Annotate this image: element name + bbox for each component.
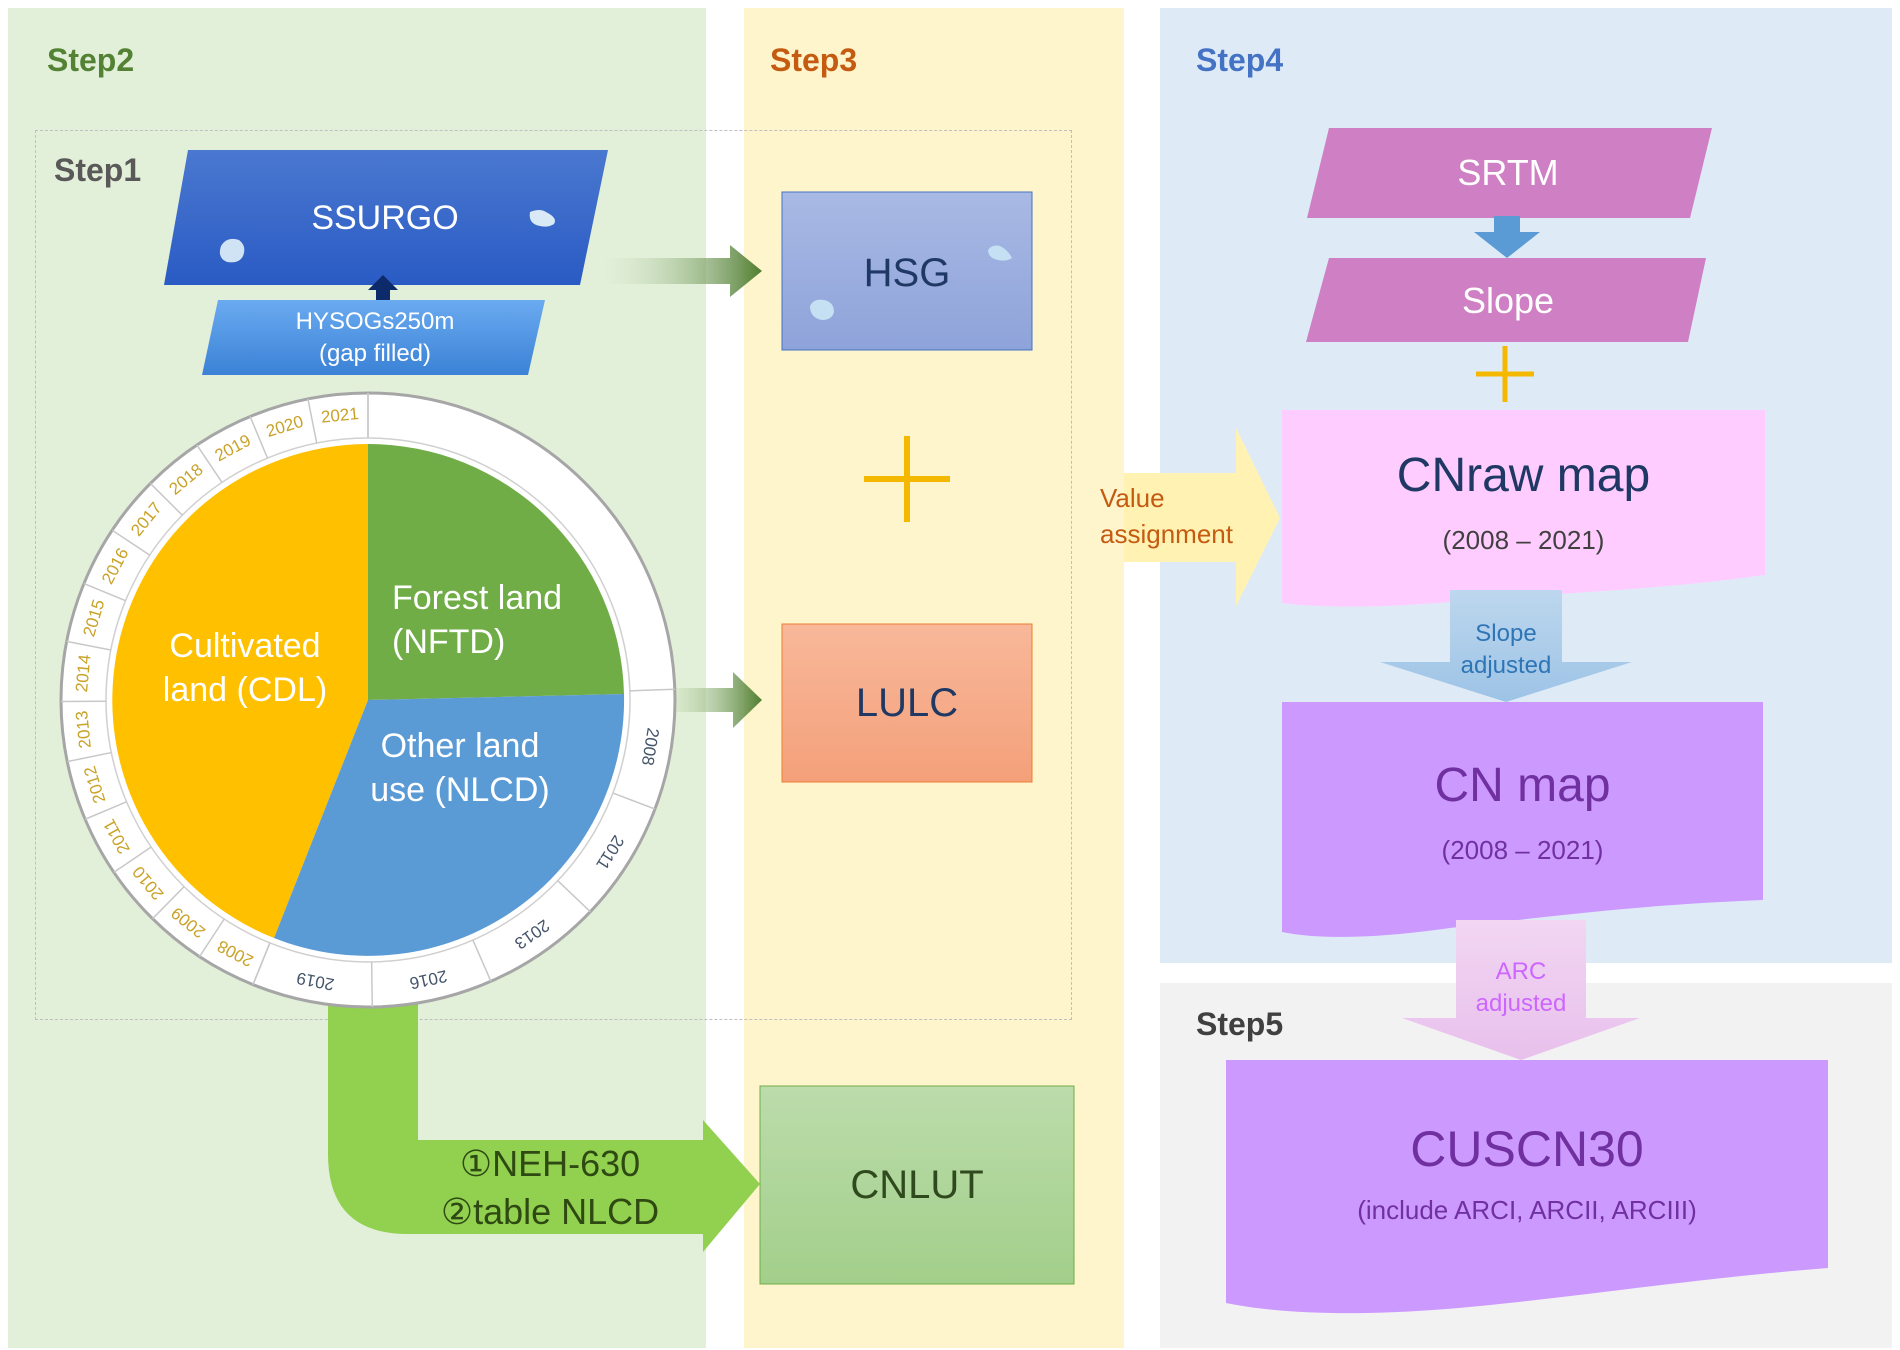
ssurgo-blob-right [529,210,555,227]
other-line2: use (NLCD) [370,771,550,809]
cultivated-line1: Cultivated [169,627,321,665]
ring-tick [307,398,318,444]
cdl-year-label: 2021 [320,404,360,427]
value-assignment-line2: assignment [1100,519,1233,549]
lulc-label: LULC [855,680,959,725]
srtm-to-slope-arrow [1474,216,1540,258]
plus-icon [864,436,950,522]
value-assignment-label: Value assignment [1100,480,1260,552]
hysogs-shape [202,300,545,375]
forest-label: Forest land (NFTD) [392,576,592,664]
forest-line2: (NFTD) [392,623,506,661]
neh-630-label: ①NEH-630 [459,1143,641,1184]
neh-table-arrow [328,990,760,1252]
slope-adjusted-line2: adjusted [1460,652,1552,679]
step2-title: Step2 [47,42,135,78]
slope-label: Slope [1461,280,1555,321]
cnlut-label: CNLUT [850,1162,984,1207]
slope-adjusted-label: Slope adjusted [1446,618,1566,682]
arc-adjusted-line2: adjusted [1475,990,1567,1017]
srtm-shape [1307,128,1712,218]
step3-title: Step3 [770,42,858,78]
cuscn30-shape [1226,1060,1828,1314]
hysogs-label: HYSOGs250m (gap filled) [250,306,500,370]
slope-adjusted-line1: Slope [1475,620,1537,647]
ssurgo-to-hsg-arrow [604,245,762,297]
cdl-year-label: 2013 [72,710,95,750]
cuscn30-subtitle: (include ARCI, ARCII, ARCIII) [1357,1195,1697,1225]
ring-tick [612,792,656,810]
pie-slice-other [274,694,625,956]
arc-adjusted-arrow [1402,920,1640,1060]
table-nlcd-label: ②table NLCD [440,1191,660,1232]
cdl-year-label: 2014 [72,654,94,693]
ring-tick [84,801,127,820]
small-plus-icon [1476,346,1534,402]
ring-tick [198,918,225,958]
ssurgo-label: SSURGO [311,198,459,237]
step1-box [35,130,1072,1020]
arc-adjusted-label: ARC adjusted [1461,956,1581,1020]
value-assignment-arrow [1124,428,1280,606]
slope-adjusted-arrow [1380,590,1632,702]
other-label: Other land use (NLCD) [355,724,565,812]
hsg-blob-right [988,245,1012,261]
hsg-blob-left [810,299,834,320]
ssurgo-shape [164,150,608,285]
ring-tick [629,688,675,692]
ring-tick [472,939,492,982]
step4-title: Step4 [1196,42,1284,78]
cn-map-shape [1282,702,1763,937]
cnraw-map-years: (2008 – 2021) [1442,525,1605,555]
hysogs-to-ssurgo-arrow [368,275,398,302]
hsg-label: HSG [863,250,951,295]
slope-shape [1306,258,1706,342]
cnraw-map-text: CNraw map (2008 – 2021) [1282,446,1765,558]
step1-title: Step1 [54,152,142,188]
ring-tick [111,529,151,556]
lulc-box [781,623,1033,783]
ring-tick [66,640,111,651]
cnraw-map-title: CNraw map [1396,449,1651,502]
ring-tick [557,880,591,913]
cnraw-map-shape [1282,410,1765,607]
ssurgo-blob-left [219,238,245,263]
neh-table-labels: ①NEH-630 ②table NLCD [420,1140,680,1236]
cn-map-text: CN map (2008 – 2021) [1282,756,1763,868]
ring-tick [196,444,223,483]
ring-tick [113,846,152,873]
cn-map-years: (2008 – 2021) [1441,835,1604,865]
ring-tick [149,482,183,516]
ring-tick [67,751,112,763]
ring-tick [252,942,271,985]
ring-tick [249,416,269,459]
ring-ticks [61,393,675,1007]
cuscn30-title: CUSCN30 [1410,1121,1644,1177]
ring-tick [152,886,185,920]
step5-title: Step5 [1196,1006,1284,1042]
pie-slice-forest [368,444,624,700]
forest-line1: Forest land [392,579,563,617]
cultivated-line2: land (CDL) [162,671,328,709]
srtm-label: SRTM [1457,152,1559,193]
hysogs-label-line2: (gap filled) [318,340,432,367]
ring-tick [370,961,374,1007]
value-assignment-line1: Value [1100,483,1165,513]
cuscn30-text: CUSCN30 (include ARCI, ARCII, ARCIII) [1226,1118,1828,1228]
hsg-box [781,191,1033,351]
cultivated-label: Cultivated land (CDL) [140,624,350,712]
hysogs-label-line1: HYSOGs250m [295,308,455,335]
land-cover-pie: 2021202020192018201720162015201420132012… [59,391,677,1009]
cn-map-title: CN map [1434,759,1611,812]
ring-tick [83,582,126,602]
pie-slice-cultivated [112,444,369,938]
arc-adjusted-line1: ARC [1495,958,1547,985]
other-line1: Other land [380,727,540,765]
cnlut-box [759,1085,1075,1285]
pie-to-lulc-arrow [676,672,762,728]
